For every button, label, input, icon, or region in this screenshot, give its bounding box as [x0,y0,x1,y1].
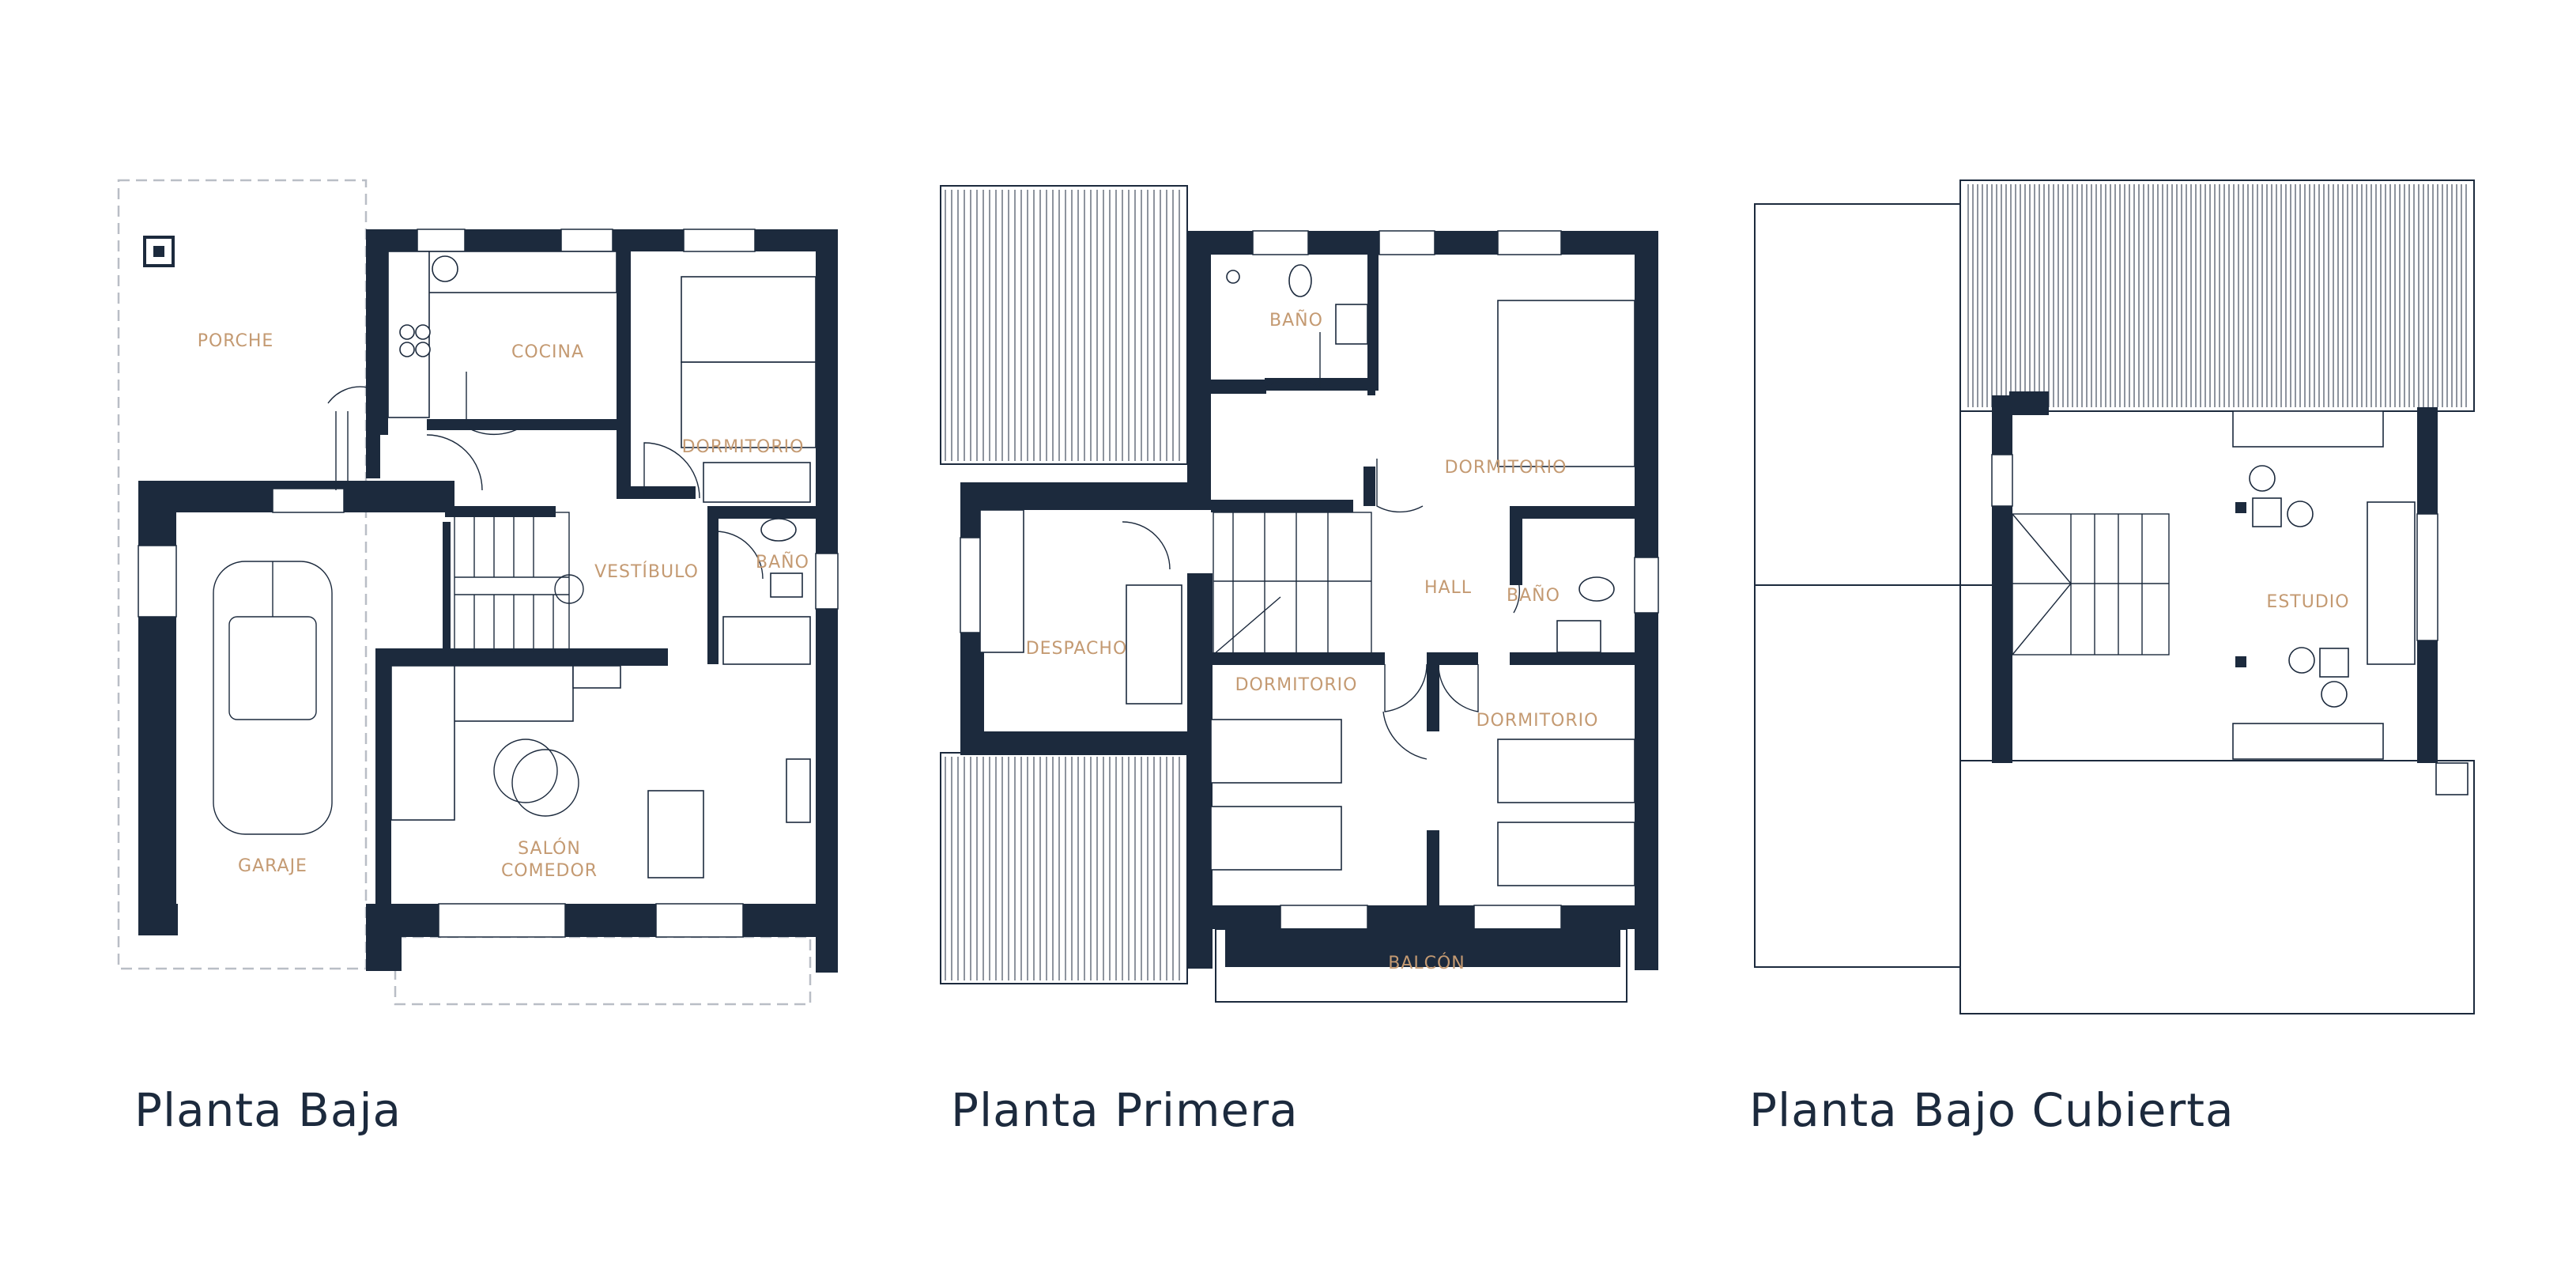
chimney [143,236,175,267]
room-salon: SALÓN [518,838,581,859]
porch-outline [117,179,368,970]
title-planta-primera: Planta Primera [951,1083,1299,1137]
roof-hatch-top [945,190,1180,461]
room-porche: PORCHE [198,331,274,351]
plan-planta-primera: BAÑO DORMITORIO DESPACHO HALL BAÑO DORMI… [940,185,1659,1003]
room-bano-2: BAÑO [1507,584,1560,606]
room-garaje: GARAJE [238,856,307,876]
terrace-outline [394,935,812,1006]
room-bano: BAÑO [756,551,809,572]
balcony-rail [1215,928,1627,1003]
room-hall: HALL [1424,578,1472,598]
room-comedor: COMEDOR [501,861,598,881]
room-dormitorio-3: DORMITORIO [1477,711,1599,731]
window [417,229,466,252]
car-icon [213,561,333,835]
roof-hatch-studio [1967,184,2467,407]
title-planta-baja: Planta Baja [134,1083,402,1137]
room-despacho: DESPACHO [1026,639,1128,659]
room-cocina: COCINA [511,342,584,362]
title-planta-bajo-cubierta: Planta Bajo Cubierta [1749,1083,2235,1137]
plan-planta-baja: PORCHE COCINA DORMITORIO VESTÍBULO BAÑO … [117,179,839,1006]
room-balcon: BALCÓN [1388,953,1465,973]
stairs [454,512,584,652]
room-dormitorio: DORMITORIO [682,437,805,457]
room-dormitorio-2: DORMITORIO [1235,675,1358,695]
room-vestibulo: VESTÍBULO [594,561,699,582]
room-estudio: ESTUDIO [2266,592,2349,612]
bed [681,276,817,363]
room-bano-1: BAÑO [1269,309,1323,331]
room-dormitorio-1: DORMITORIO [1445,458,1567,478]
roof-hatch-bottom [945,757,1180,980]
plan-planta-bajo-cubierta: ESTUDIO [1754,179,2475,1014]
